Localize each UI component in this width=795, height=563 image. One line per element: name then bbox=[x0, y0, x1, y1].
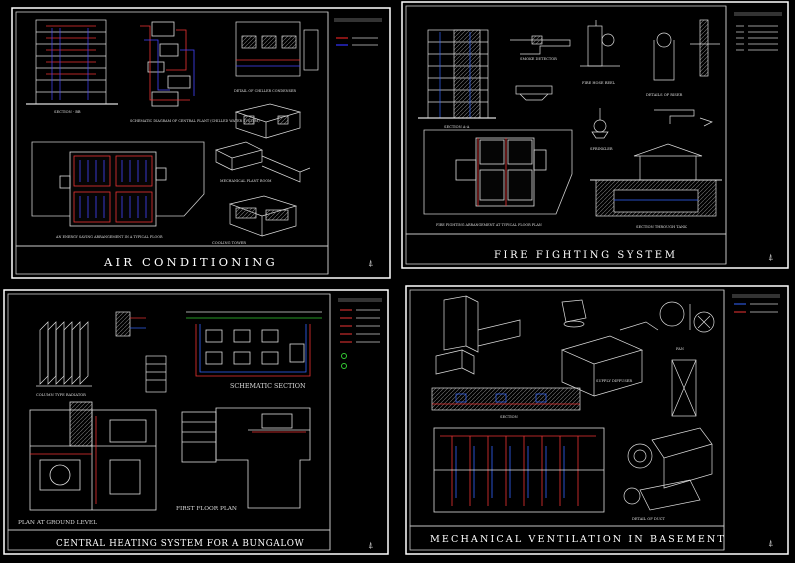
label-fire-floor-plan: FIRE FIGHTING ARRANGEMENT AT TYPICAL FLO… bbox=[436, 223, 542, 227]
label-schematic-diagram: SCHEMATIC DIAGRAM OF CENTRAL PLANT (CHIL… bbox=[130, 119, 260, 123]
sheet-central-heating: COLUMN TYPE RADIATOR SCHEMATIC SECTION bbox=[3, 289, 389, 555]
pipe-detail bbox=[115, 311, 167, 393]
north-arrow-icon: ⍋ bbox=[768, 253, 773, 263]
plant-room-iso bbox=[234, 103, 302, 139]
label-chiller-condenser: DETAIL OF CHILLER CONDENSER bbox=[234, 89, 296, 93]
sprinkler bbox=[591, 108, 713, 139]
supply-diffuser bbox=[560, 321, 659, 397]
legend bbox=[334, 18, 382, 46]
sheet-title: CENTRAL HEATING SYSTEM FOR A BUNGALOW bbox=[56, 539, 305, 549]
sheet-air-conditioning: SECTION - BB SCHEMATIC DIAGRAM OF CENTRA… bbox=[11, 7, 391, 279]
label-first-floor-plan: FIRST FLOOR PLAN bbox=[176, 506, 237, 512]
label-plant-room: MECHANICAL PLANT ROOM bbox=[220, 179, 272, 183]
typical-floor-plan bbox=[31, 141, 205, 227]
label-ground-plan: PLAN AT GROUND LEVEL bbox=[18, 520, 97, 526]
label-sprinkler: SPRINKLER bbox=[590, 147, 613, 151]
schematic-central-plant bbox=[140, 21, 195, 107]
label-cooling-tower: COOLING TOWER bbox=[212, 241, 246, 245]
ground-floor-plan bbox=[29, 401, 157, 511]
duct-detail-iso bbox=[623, 427, 713, 511]
building-section bbox=[26, 19, 118, 105]
label-column-radiator: COLUMN TYPE RADIATOR bbox=[36, 393, 86, 397]
fire-hose-reel bbox=[580, 20, 620, 67]
ventilation-section bbox=[431, 359, 697, 417]
north-arrow-icon: ⍋ bbox=[368, 259, 373, 269]
label-section-aa: SECTION A-A bbox=[444, 125, 470, 129]
label-fire-hose-reel: FIRE HOSE REEL bbox=[582, 81, 616, 85]
chiller-condenser-detail bbox=[235, 21, 319, 77]
legend bbox=[732, 294, 780, 313]
basement-plan bbox=[433, 427, 605, 513]
riser-detail bbox=[653, 19, 720, 81]
north-arrow-icon: ⍋ bbox=[768, 539, 773, 549]
label-energy-saving: AN ENERGY SAVING ARRANGEMENT IN A TYPICA… bbox=[55, 235, 163, 239]
column-radiator bbox=[36, 321, 92, 387]
duct-detail bbox=[215, 141, 311, 183]
label-section: SECTION bbox=[500, 415, 518, 419]
label-detail-of-duct: DETAIL OF DUCT bbox=[632, 517, 665, 521]
legend bbox=[734, 12, 782, 51]
sheet-fire-fighting: SECTION A-A SMOKE DETECTOR FIRE HOSE REE… bbox=[401, 1, 789, 269]
sheet-title: AIR CONDITIONING bbox=[103, 255, 278, 269]
label-tank-section: SECTION THROUGH TANK bbox=[636, 225, 687, 229]
north-arrow-icon: ⍋ bbox=[368, 541, 373, 551]
label-fan: FAN bbox=[676, 347, 684, 351]
label-section-bb: SECTION - BB bbox=[54, 110, 81, 114]
tank-section bbox=[590, 143, 722, 217]
heating-schematic bbox=[186, 311, 322, 377]
duct-network-iso bbox=[435, 295, 587, 375]
sheet-title: FIRE FIGHTING SYSTEM bbox=[494, 250, 678, 261]
smoke-detector bbox=[510, 35, 571, 101]
legend bbox=[338, 298, 382, 369]
sheet-mechanical-ventilation: SUPPLY DIFFUSER FAN SECTION bbox=[405, 285, 789, 555]
fire-floor-plan bbox=[423, 129, 573, 215]
label-schematic-section: SCHEMATIC SECTION bbox=[230, 382, 306, 390]
first-floor-plan bbox=[181, 407, 311, 509]
sheet-title: MECHANICAL VENTILATION IN BASEMENT bbox=[430, 534, 726, 545]
fire-section-building bbox=[418, 29, 496, 119]
cooling-tower bbox=[228, 195, 298, 237]
label-supply-diffuser: SUPPLY DIFFUSER bbox=[596, 379, 632, 383]
label-details-of-riser: DETAILS OF RISER bbox=[646, 93, 683, 97]
fan bbox=[659, 301, 715, 333]
label-smoke-detector: SMOKE DETECTOR bbox=[520, 57, 557, 61]
